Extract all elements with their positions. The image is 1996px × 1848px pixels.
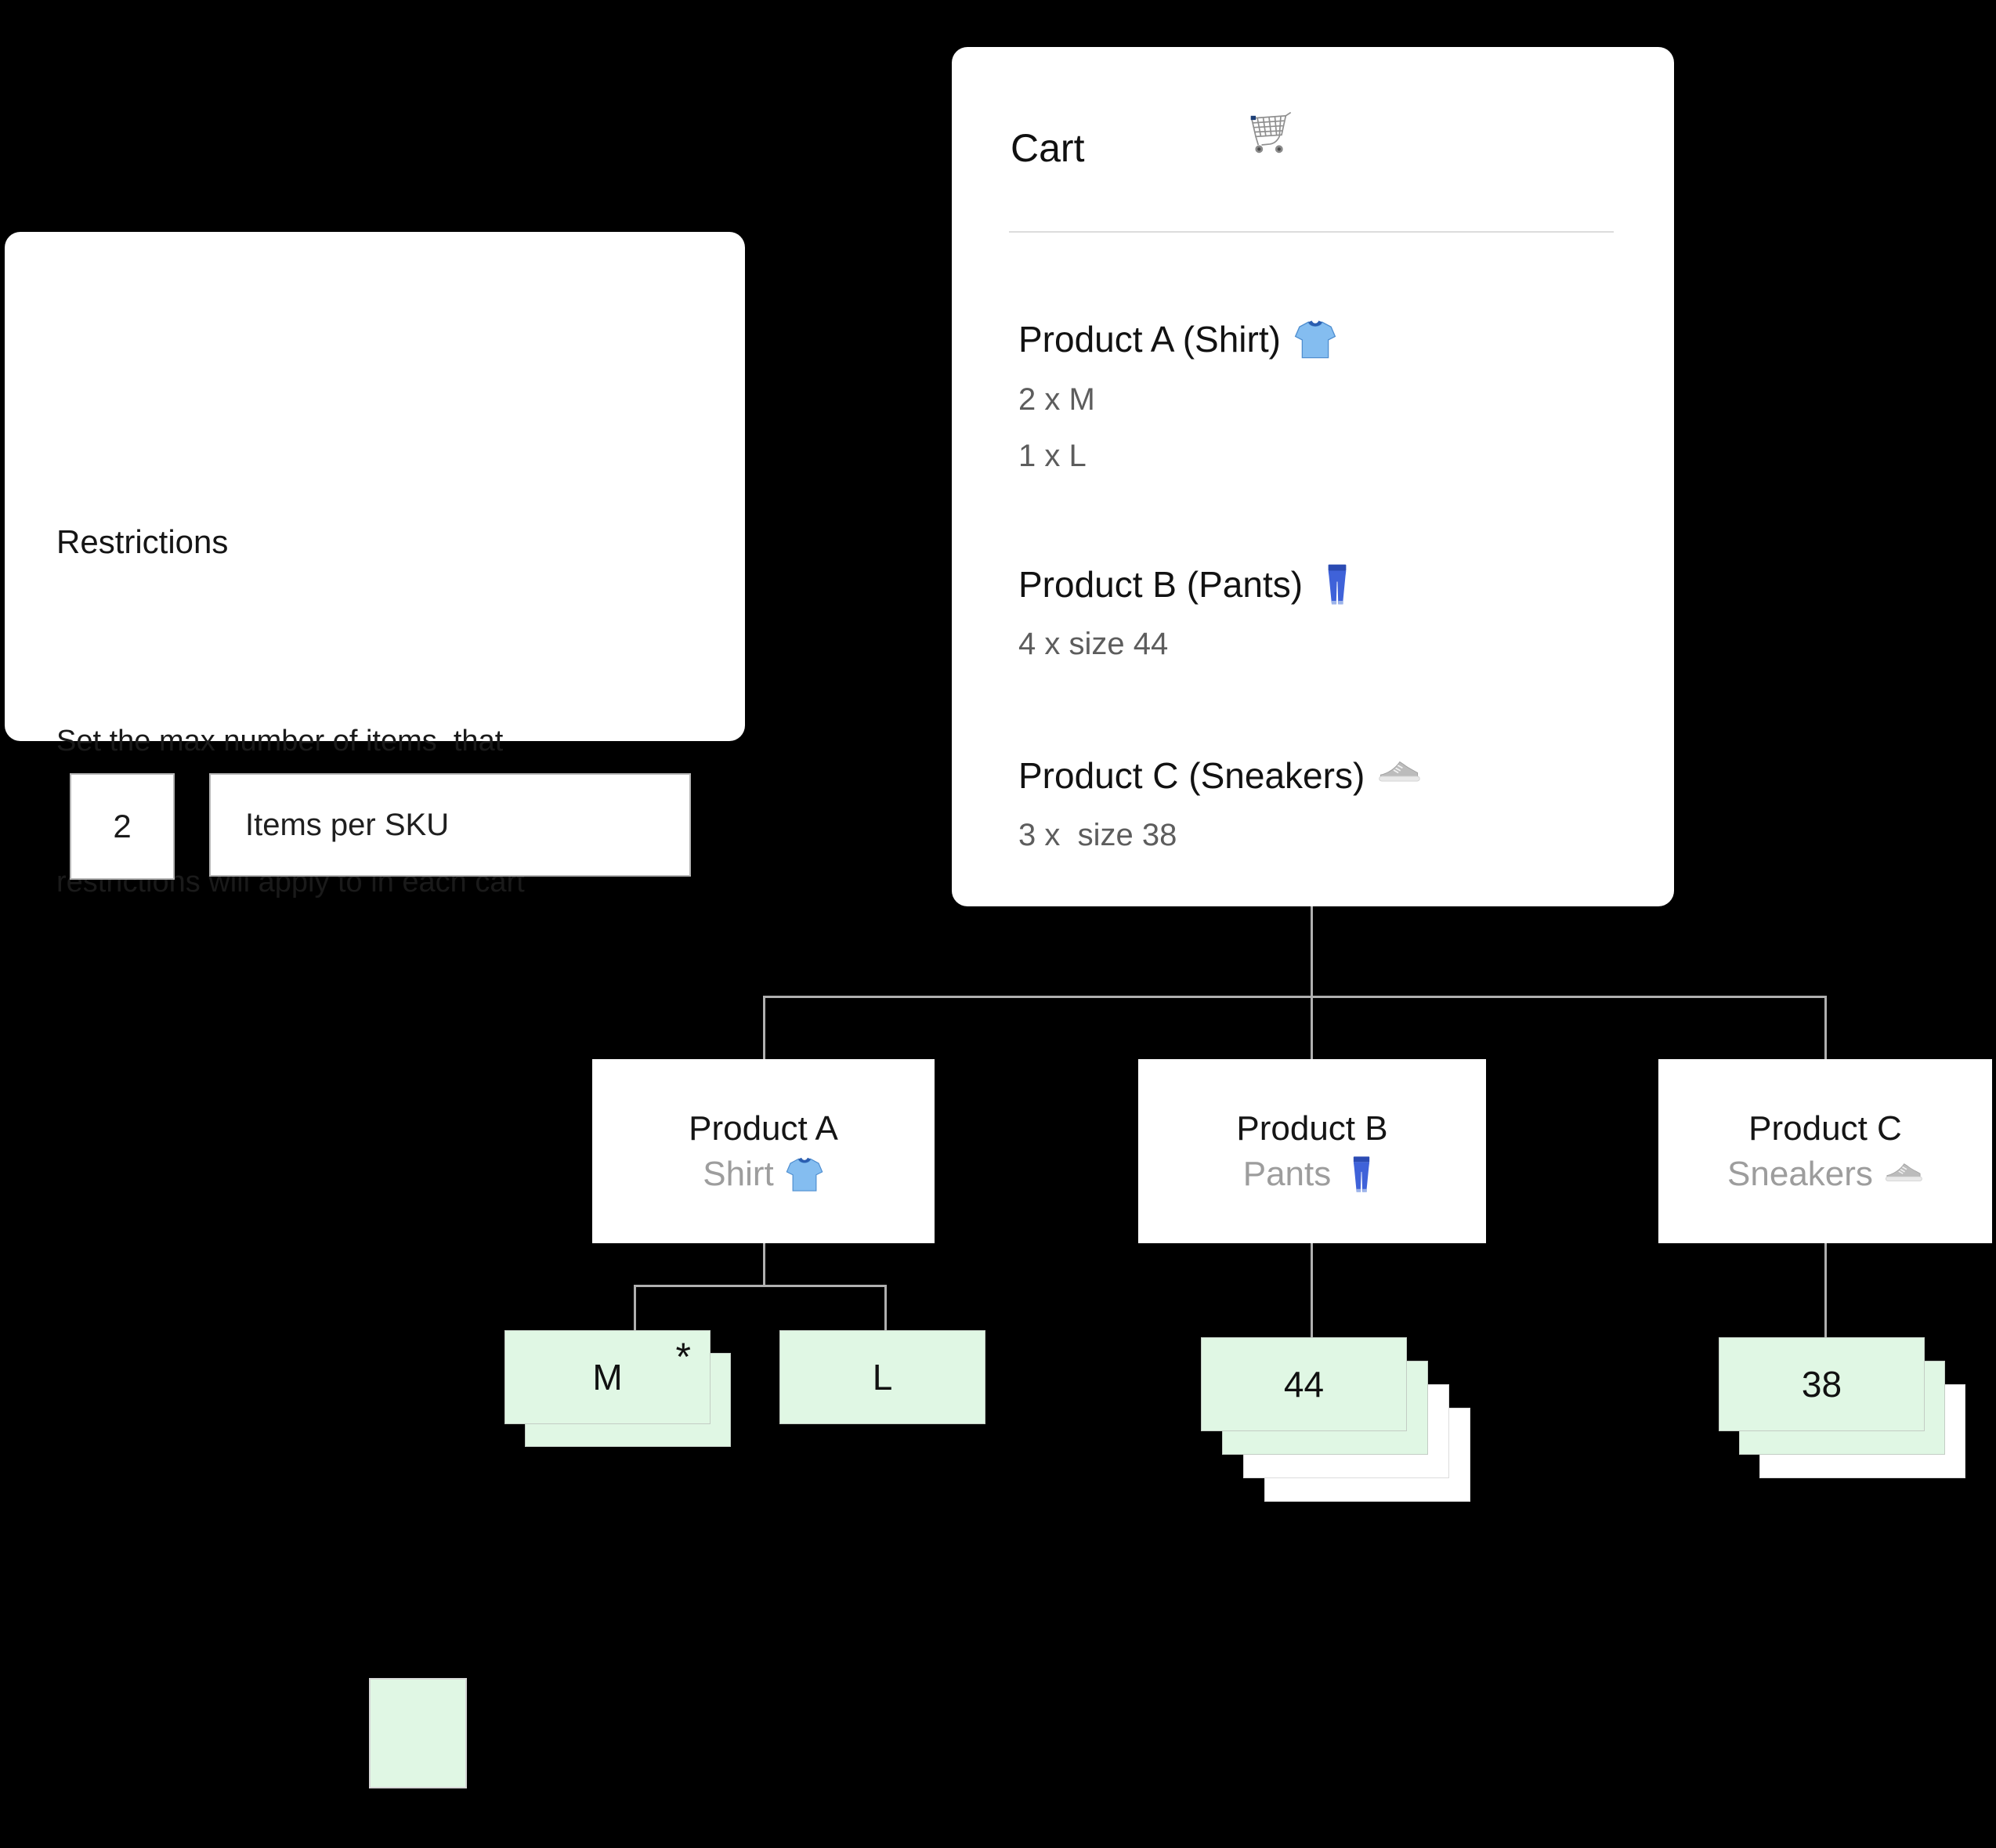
sku-l-label: L — [872, 1357, 893, 1398]
cart-divider — [1009, 231, 1614, 233]
product-b-box: Product B Pants — [1138, 1059, 1486, 1243]
cart-title: Cart — [1011, 126, 1085, 170]
cart-item-product-a: Product A (Shirt) — [1018, 317, 1337, 361]
sku-m-asterisk: * — [675, 1335, 691, 1379]
connector-to-product-a — [763, 996, 765, 1059]
product-c-sublabel: Sneakers — [1727, 1155, 1923, 1194]
connector-to-product-b — [1311, 996, 1313, 1059]
shirt-icon — [1293, 317, 1337, 361]
product-a-box: Product A Shirt — [592, 1059, 935, 1243]
product-a-name: Product A — [689, 1108, 838, 1148]
cart-item-product-c: Product C (Sneakers) — [1018, 754, 1421, 797]
pants-icon — [1342, 1155, 1381, 1194]
connector-to-sku-l — [884, 1285, 887, 1330]
restrictions-description-line1: Set the max number of items that — [56, 725, 504, 758]
max-items-input[interactable]: 2 — [70, 773, 175, 880]
cart-panel: Cart Product A (Shirt) — [952, 47, 1674, 906]
connector-main-horizontal — [763, 996, 1827, 998]
product-b-sublabel-text: Pants — [1242, 1154, 1332, 1193]
restrictions-description: Set the max number of items that restric… — [56, 624, 525, 1000]
sku-44-card: 44 — [1201, 1337, 1407, 1431]
items-per-sku-field[interactable]: Items per SKU — [209, 773, 691, 877]
restrictions-panel: Restrictions Set the max number of items… — [5, 232, 745, 899]
cart-item-product-a-label: Product A (Shirt) — [1018, 318, 1281, 360]
connector-a-split-horizontal — [634, 1285, 887, 1287]
restrictions-title: Restrictions — [56, 523, 229, 560]
shopping-cart-icon — [1242, 105, 1295, 158]
connector-cart-down — [1311, 906, 1313, 998]
connector-product-a-down — [763, 1243, 765, 1286]
restrictions-description-line2: restrictions will apply to in each cart — [56, 866, 525, 899]
sku-38-label: 38 — [1801, 1364, 1842, 1405]
product-c-box: Product C Sneakers — [1658, 1059, 1992, 1243]
connector-to-product-c — [1824, 996, 1827, 1059]
product-a-sublabel-text: Shirt — [703, 1154, 774, 1193]
cart-item-product-b-label: Product B (Pants) — [1018, 563, 1304, 605]
sku-m-label: M — [592, 1357, 623, 1398]
cart-item-product-b-qty1: 4 x size 44 — [1018, 627, 1169, 661]
legend-allowed-swatch — [369, 1678, 467, 1788]
cart-item-product-a-qty2: 1 x L — [1018, 439, 1087, 473]
pants-icon — [1315, 562, 1359, 606]
shirt-icon — [785, 1155, 824, 1194]
connector-to-sku-m — [634, 1285, 636, 1330]
cart-item-product-c-label: Product C (Sneakers) — [1018, 754, 1365, 796]
product-c-name: Product C — [1748, 1108, 1902, 1148]
sku-44-label: 44 — [1283, 1364, 1325, 1405]
sneaker-icon — [1884, 1155, 1923, 1194]
sneaker-icon — [1377, 754, 1421, 797]
cart-item-product-a-qty1: 2 x M — [1018, 382, 1095, 417]
connector-to-sku-38 — [1824, 1243, 1827, 1337]
cart-item-product-b: Product B (Pants) — [1018, 562, 1359, 606]
product-b-sublabel: Pants — [1243, 1155, 1382, 1194]
product-a-sublabel: Shirt — [703, 1155, 823, 1194]
product-c-sublabel-text: Sneakers — [1727, 1154, 1873, 1193]
cart-item-product-c-qty1: 3 x size 38 — [1018, 818, 1177, 852]
sku-38-card: 38 — [1719, 1337, 1925, 1431]
sku-l-card: L — [779, 1330, 985, 1424]
product-b-name: Product B — [1236, 1108, 1388, 1148]
connector-to-sku-44 — [1311, 1243, 1313, 1337]
sku-m-card: M * — [504, 1330, 711, 1424]
